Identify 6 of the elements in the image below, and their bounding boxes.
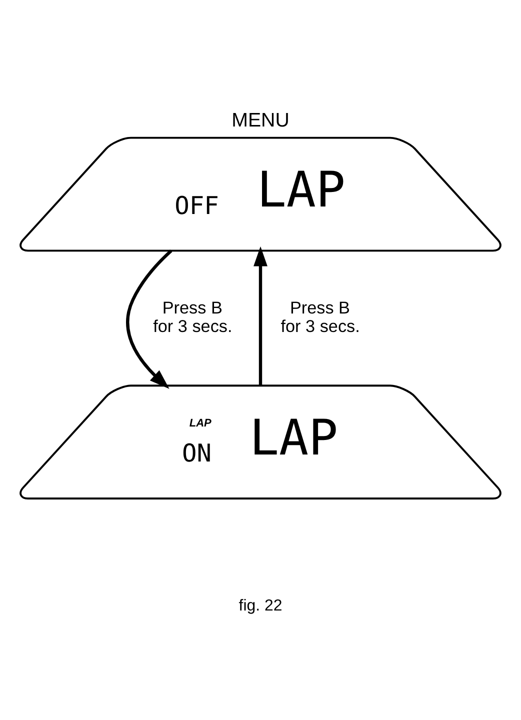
caption: fig. 22 [238, 597, 282, 614]
arrow [254, 246, 268, 385]
diagram-title: MENU [232, 109, 290, 132]
arrow [126, 249, 172, 388]
edge-label: Press B for 3 secs. [153, 297, 232, 336]
edge-label: Press B for 3 secs. [280, 297, 360, 336]
